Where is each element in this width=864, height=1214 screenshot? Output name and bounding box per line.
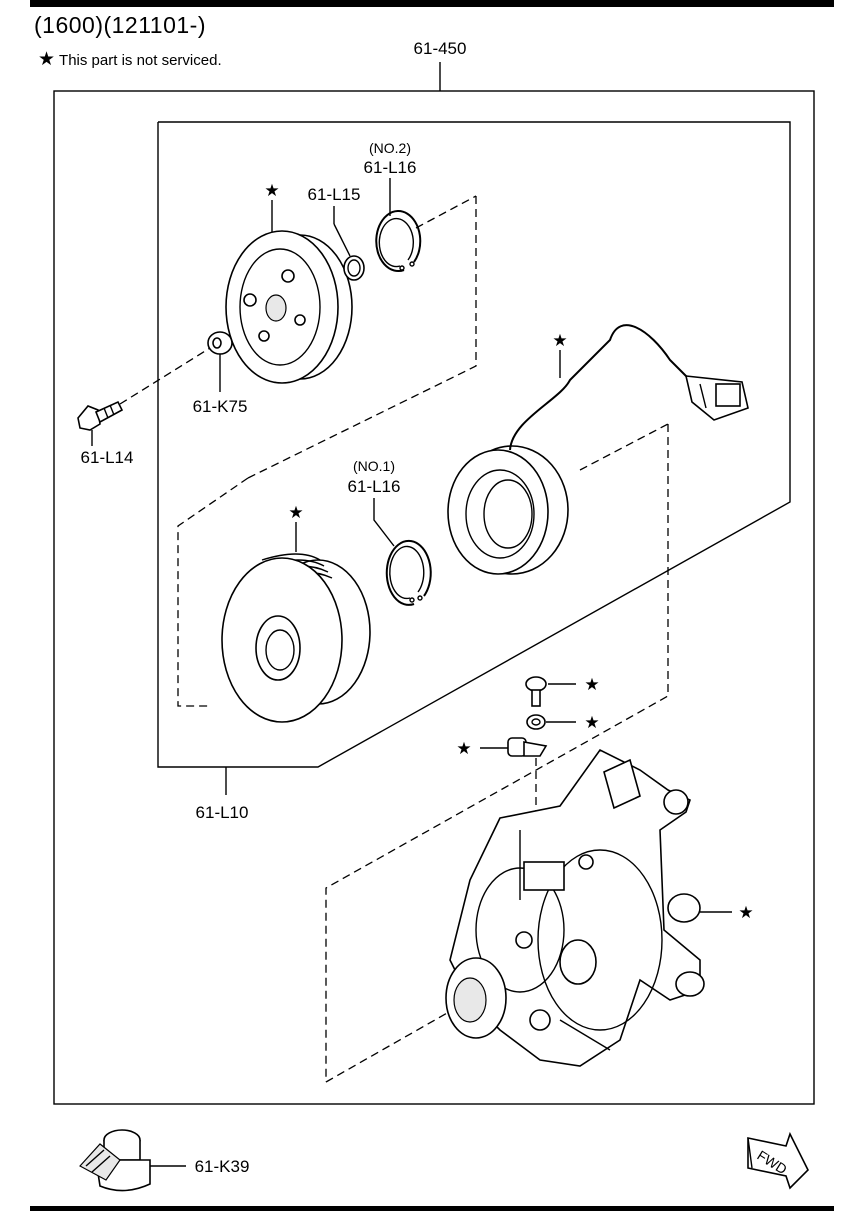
dashed-group-middle — [177, 477, 249, 707]
legend-note: ★This part is not serviced. — [38, 48, 222, 71]
page-title: (1600)(121101-) — [34, 12, 207, 38]
coil-connector — [684, 375, 749, 421]
star-icon: ★ — [738, 903, 753, 922]
snap-ring-no1 — [385, 540, 432, 606]
label-61-L10: 61-L10 — [196, 803, 249, 822]
pressure-plate — [225, 230, 353, 384]
star-icon: ★ — [288, 503, 303, 522]
dashed-group-upper — [247, 196, 477, 479]
bolt-61-L14 — [77, 400, 124, 431]
dashed-group-lower — [325, 424, 669, 1082]
star-icon: ★ — [552, 331, 567, 350]
label-61-L14: 61-L14 — [81, 448, 134, 467]
fwd-arrow-icon — [747, 1131, 809, 1190]
star-icon: ★ — [456, 739, 471, 758]
star-icon: ★ — [264, 181, 279, 200]
label-61-L15: 61-L15 — [308, 185, 361, 204]
label-61-L16-no1: 61-L16 — [348, 477, 401, 496]
shim-61-L15 — [343, 255, 365, 281]
bottom-rule — [30, 1206, 834, 1211]
snap-ring-no2 — [375, 210, 422, 273]
star-icon: ★ — [584, 675, 599, 694]
label-no1: (NO.1) — [353, 458, 395, 474]
cap-61-K39 — [79, 1129, 151, 1192]
clutch-kit-frame — [157, 121, 791, 768]
label-61-K75: 61-K75 — [193, 397, 248, 416]
field-coil — [447, 324, 749, 575]
assembly-frame — [53, 90, 815, 1105]
pulley — [221, 553, 371, 723]
screw — [525, 676, 547, 707]
nut — [526, 714, 546, 730]
star-icon: ★ — [38, 49, 56, 70]
thermal-switch — [507, 737, 548, 757]
top-rule — [30, 0, 834, 7]
label-no2: (NO.2) — [369, 140, 411, 156]
star-icon: ★ — [584, 713, 599, 732]
label-61-450: 61-450 — [414, 39, 467, 58]
label-61-L16-no2: 61-L16 — [364, 158, 417, 177]
compressor-body — [445, 748, 705, 1067]
washer-61-K75 — [207, 331, 233, 355]
label-61-K39: 61-K39 — [195, 1157, 250, 1176]
legend-note-text: This part is not serviced. — [59, 52, 222, 69]
